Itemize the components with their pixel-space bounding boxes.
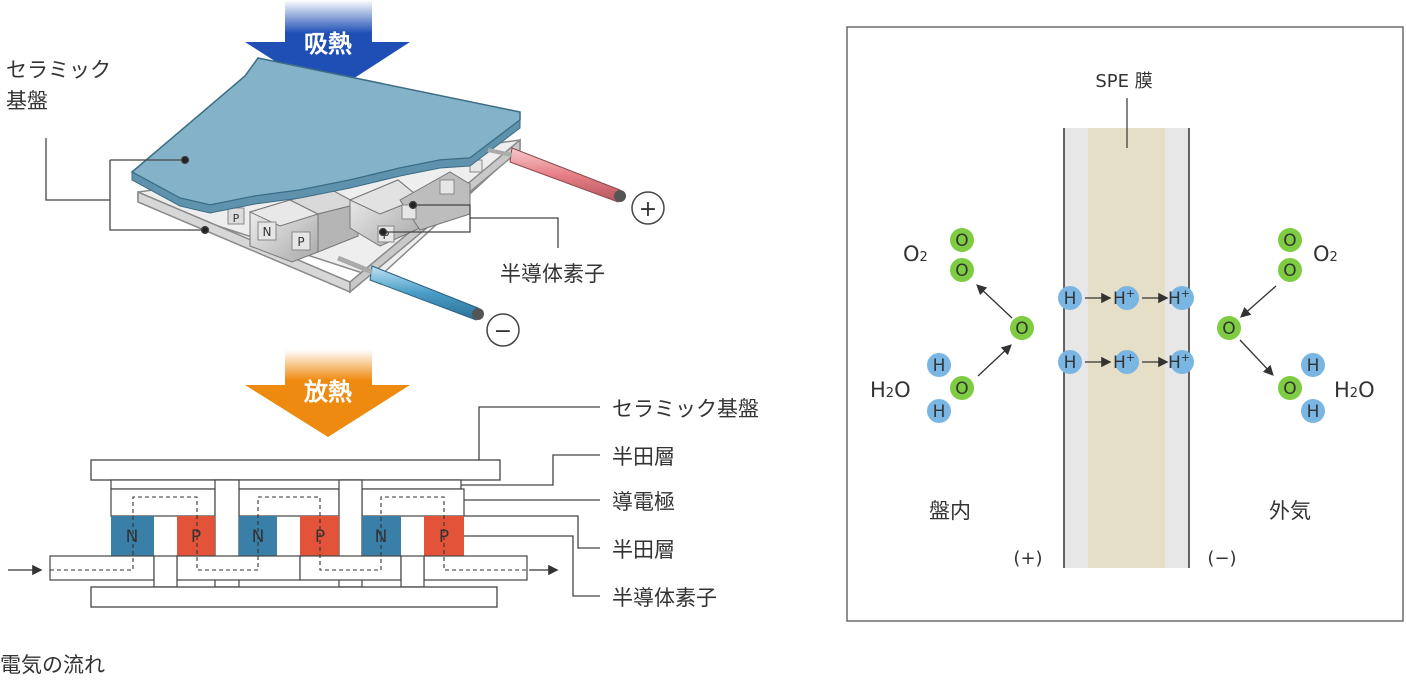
membrane-panel: SPE 膜 O O O2 O H O H H2O H (846, 26, 1404, 622)
p-element-1 (177, 516, 215, 556)
atom-o: O (1283, 261, 1296, 281)
atom-h: H (1307, 356, 1320, 376)
heat-absorb-arrow: 吸熱 (245, 0, 410, 95)
oxygen-atom-right (1217, 316, 1241, 340)
top-ceramic-layer (90, 459, 501, 481)
top-solder-layer (110, 479, 462, 490)
n-label-3: N (375, 527, 388, 547)
atom-h: H (1064, 353, 1077, 373)
ceramic-leader (45, 138, 210, 235)
bottom-gap-2 (400, 555, 425, 588)
atom-o: O (955, 261, 968, 281)
n-mark-1: N (263, 225, 272, 239)
ceramic-label-line1: セラミック (6, 58, 111, 82)
label-solder-top: 半田層 (612, 445, 675, 469)
outside-label: 外気 (1269, 499, 1311, 523)
np-elements: N P N P N P (111, 516, 464, 556)
cross-section: 放熱 N P N P N P (0, 350, 759, 677)
atom-h: H (1307, 402, 1320, 422)
atom-o: O (1015, 319, 1028, 339)
p-mark-1: P (233, 212, 240, 225)
minus-terminal: − (486, 313, 520, 347)
top-electrode-1 (110, 488, 216, 517)
minus-symbol: − (494, 319, 512, 344)
atom-o: O (955, 379, 968, 399)
p-mark-3: P (383, 229, 390, 242)
h2o-right-label: H2O (1334, 378, 1375, 402)
atom-o: O (955, 231, 968, 251)
spe-membrane-title: SPE 膜 (1095, 71, 1152, 92)
bottom-electrode-1 (49, 555, 155, 581)
proton: H+ (1168, 351, 1190, 373)
bottom-gap-1 (153, 555, 178, 588)
inside-label: 盤内 (929, 499, 971, 523)
top-electrode-2 (238, 488, 340, 517)
positive-wire (487, 147, 626, 203)
semiconductor-label: 半導体素子 (500, 262, 605, 286)
label-solder-bottom: 半田層 (612, 538, 675, 562)
bottom-electrode-3 (299, 555, 402, 581)
membrane-core (1088, 128, 1165, 568)
oxygen-atom-left (1010, 316, 1034, 340)
heat-release-arrow: 放熱 (245, 350, 410, 437)
p-label-1: P (191, 527, 201, 547)
bottom-ceramic-layer (90, 586, 498, 608)
atom-h: H (1064, 289, 1077, 309)
proton: H+ (1113, 287, 1135, 309)
plus-symbol: + (639, 197, 657, 222)
plus-terminal: + (631, 191, 665, 225)
semiconductor-blocks: P N P P (227, 159, 483, 263)
ceramic-label-line2: 基盤 (6, 89, 48, 113)
peltier-module: 吸熱 P N P P (6, 0, 665, 347)
p-mark-2: P (297, 235, 304, 249)
heat-absorb-label: 吸熱 (304, 30, 352, 58)
o2-left-label: O2 (903, 242, 928, 266)
h2o-left-label: H2O (870, 378, 911, 402)
n-element-3 (362, 516, 401, 556)
n-element-1 (111, 516, 154, 556)
cross-section-leaders (461, 406, 600, 597)
label-semiconductor: 半導体素子 (612, 586, 717, 610)
o2-right-label: O2 (1313, 242, 1338, 266)
cathode-label: (−) (1207, 548, 1236, 569)
label-electrode: 導電極 (612, 490, 675, 514)
bottom-electrode-2 (176, 555, 301, 581)
atom-h: H (933, 402, 946, 422)
proton-row-1: H H+ H+ (1058, 286, 1194, 310)
current-path (50, 496, 530, 571)
n-label-1: N (126, 527, 139, 547)
proton: H+ (1168, 287, 1190, 309)
atom-h: H (933, 356, 946, 376)
o2-right: O O O2 (1278, 228, 1338, 282)
h2o-right: H O H H2O (1278, 353, 1375, 423)
label-ceramic: セラミック基盤 (612, 397, 759, 421)
proton: H+ (1113, 351, 1135, 373)
atom-o: O (1222, 319, 1235, 339)
anode-label: (+) (1013, 548, 1042, 569)
o2-left: O O O2 (903, 228, 974, 282)
current-flow-label: 電気の流れ (0, 653, 105, 677)
atom-o: O (1283, 379, 1296, 399)
top-electrode-3 (361, 488, 465, 517)
proton-row-2: H H+ H+ (1058, 350, 1194, 374)
h2o-left: H O H H2O (870, 353, 974, 423)
bottom-electrode-4 (423, 555, 528, 581)
negative-wire (337, 255, 484, 321)
top-ceramic-plate (130, 57, 521, 214)
atom-o: O (1283, 231, 1296, 251)
heat-release-label: 放熱 (303, 378, 352, 406)
semiconductor-leader (378, 200, 559, 248)
